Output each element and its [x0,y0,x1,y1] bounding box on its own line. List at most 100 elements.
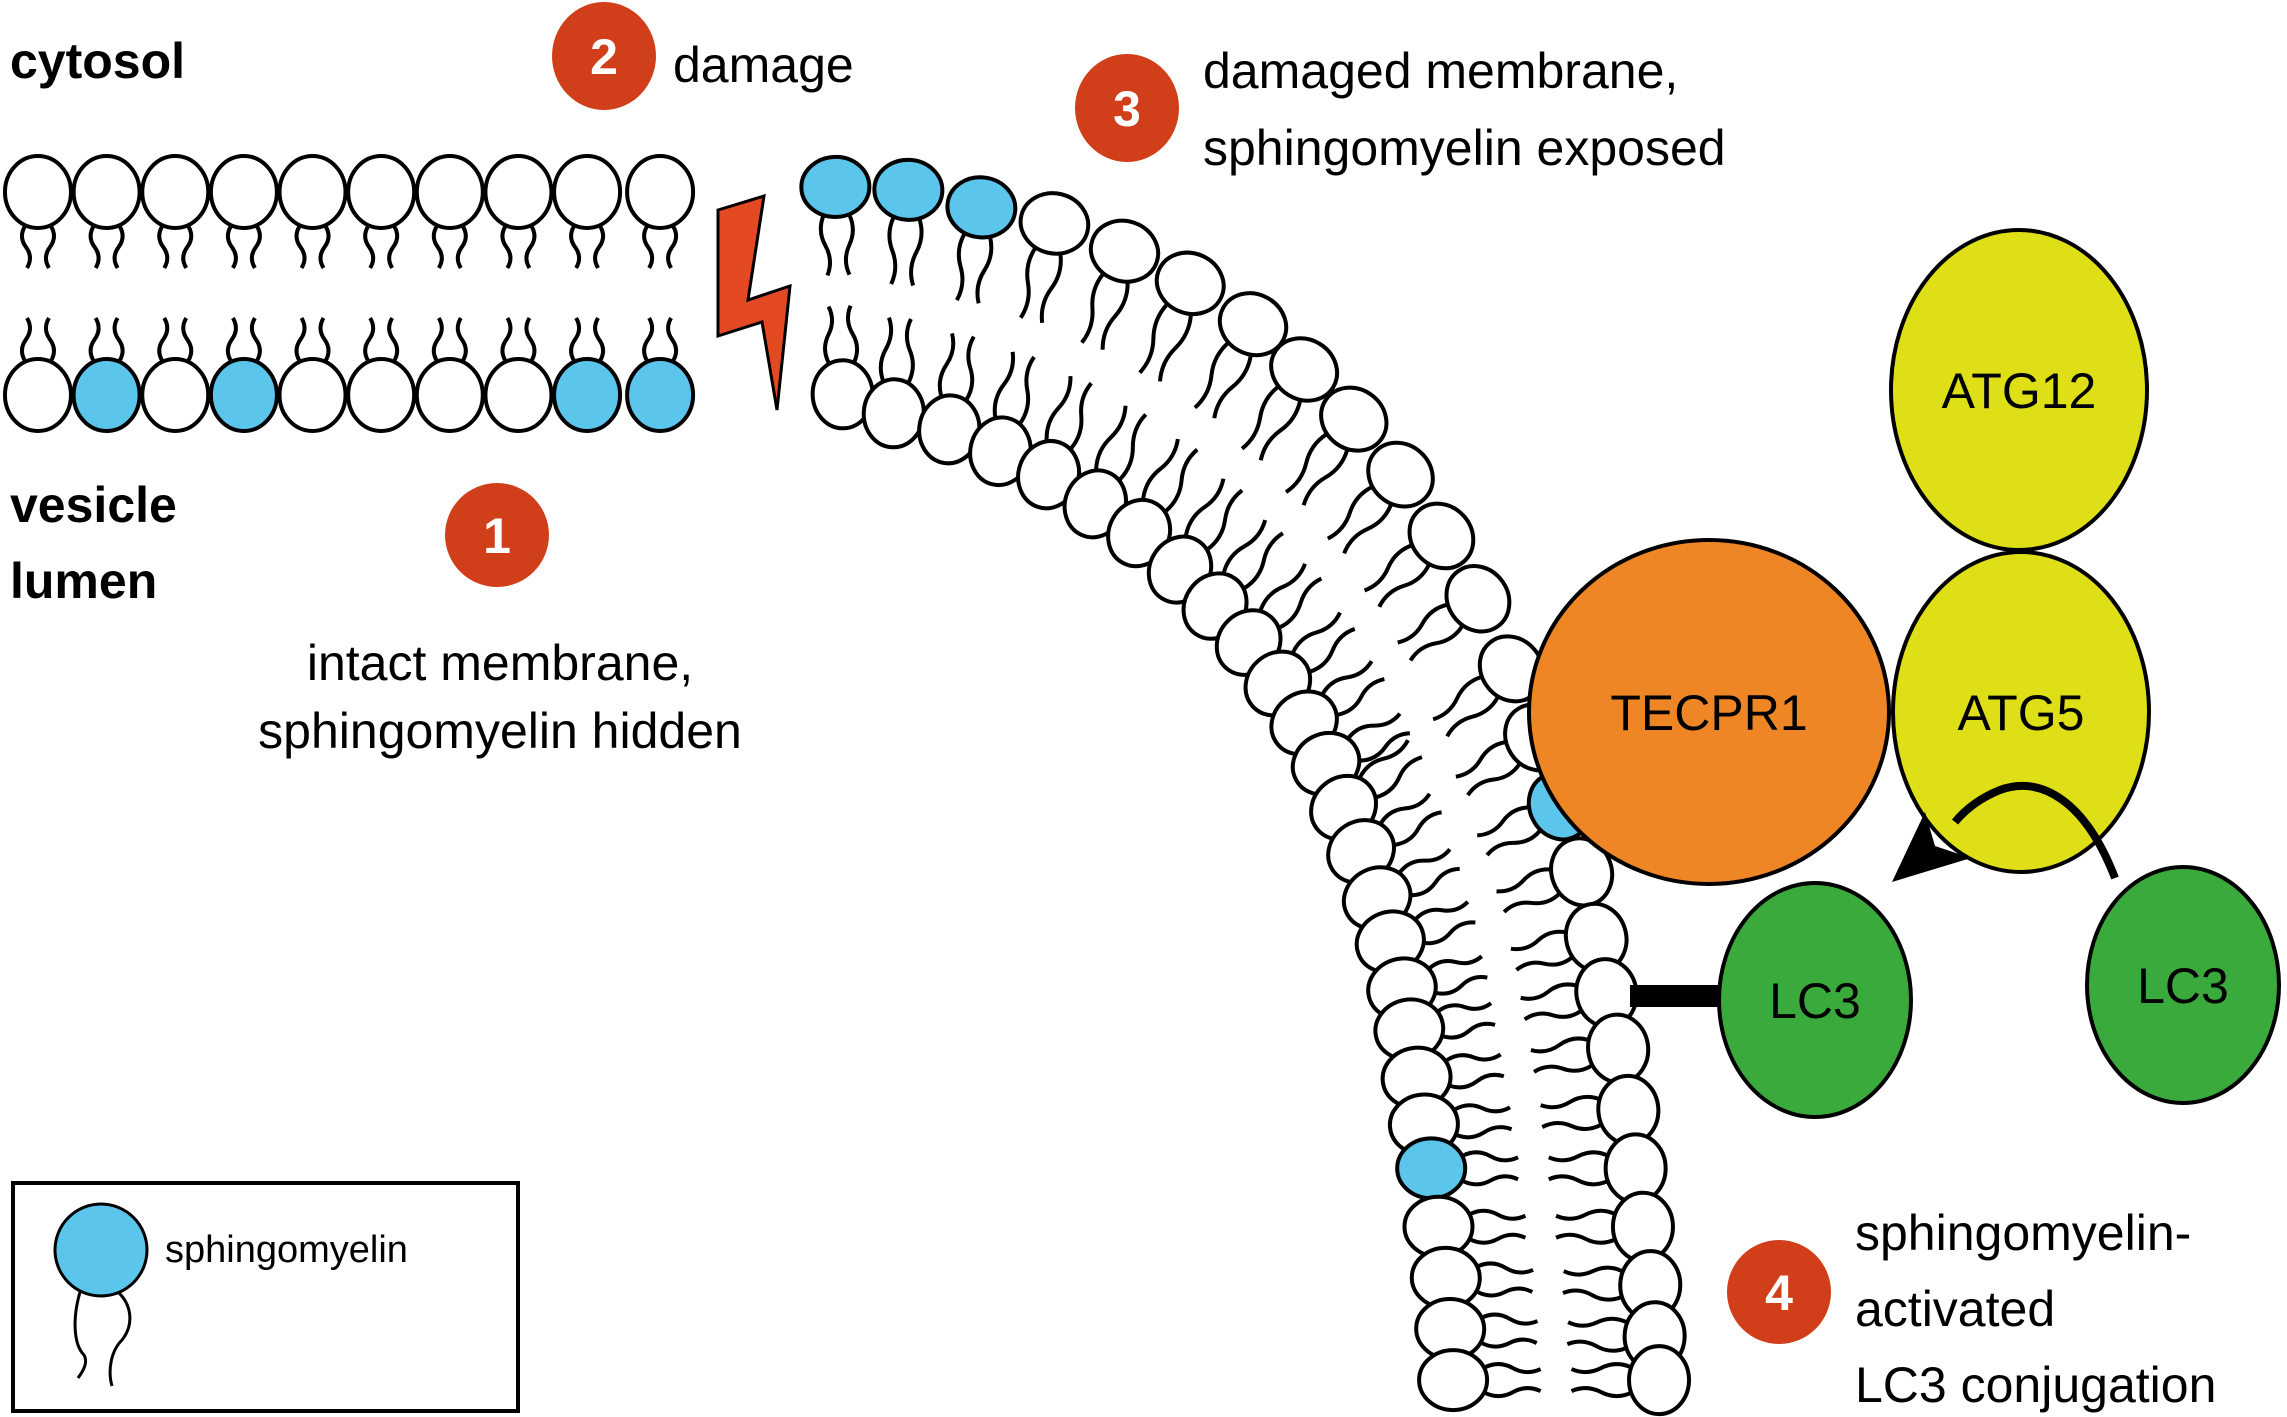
lipid-tail [1469,1208,1527,1221]
lipid-tail [1469,1232,1527,1245]
step-badge-3: 3 [1075,54,1179,162]
lipid-tail [1485,829,1542,857]
lipid-tail [294,316,307,362]
lipid-tail [1436,975,1488,996]
sphingomyelin-legend-icon [53,1202,149,1387]
lipid-tail [1523,1009,1582,1022]
lipid-tail [1347,712,1402,739]
lipid-head [625,154,696,230]
lipid-tail [818,215,832,277]
lipid-tail [1141,438,1180,499]
cytosol-label: cytosol [10,33,185,89]
lipid-tail [992,351,1016,418]
sphingomyelin-lipid-head [71,357,142,433]
sphingomyelin-lipid-head [552,357,623,433]
lipid-tail [1039,253,1063,324]
step-badge-4: 4 [1727,1240,1831,1344]
lipid-head [861,377,926,450]
lipid-tail [1456,1125,1513,1140]
step-4-number: 4 [1765,1265,1793,1321]
lipid-tail [1394,810,1442,847]
lipid-head [140,154,211,230]
lipid-tail [249,316,262,362]
lipid-tail [843,214,855,276]
step-badge-2: 2 [552,2,656,110]
lipid-tail [1157,314,1193,382]
lipid-tail [1212,355,1253,419]
lipid-tail [43,225,56,270]
lipid-tail [1496,867,1551,894]
lipid-tail [1541,1121,1602,1131]
atg12-protein: ATG12 [1889,228,2149,552]
lipid-tail [1445,696,1500,738]
lipid-tail [318,225,331,270]
lipid-tail [524,225,537,270]
lipid-tail [1432,675,1482,722]
lipid-tail [455,225,468,270]
atg5-protein: ATG5 [1891,550,2151,874]
lipid-tail [1510,929,1566,952]
atg5-label: ATG5 [1958,685,2085,741]
lipid-head [140,357,211,433]
lipid-tail [1455,740,1506,779]
lipid-head [1088,218,1161,284]
step-3-number: 3 [1113,81,1141,137]
lipid-tail [1442,1021,1496,1040]
lipid-tail [1321,660,1374,695]
lipid-tail [1018,355,1036,424]
lipid-tail [1570,1362,1632,1375]
lipid-tail [1326,485,1373,541]
lipid-tail [387,316,400,362]
lipid-tail [904,318,915,383]
step-badge-1: 1 [445,483,549,587]
sphingomyelin-lipid-head [208,357,279,433]
lipid-tail [112,316,125,362]
lipid-tail [846,305,860,363]
lipid-tail [642,316,655,362]
intact-membrane [2,154,696,433]
lipid-tail [431,316,444,362]
lipid-tail [88,225,101,270]
lipid-tail [1414,900,1470,921]
step-3-line-1: damaged membrane, [1203,43,1678,99]
lipid-tail [1206,488,1244,551]
sphingomyelin-lipid-head [799,154,872,219]
lipid-tail [500,225,513,270]
lipid-head [2,357,73,433]
lipid-tail [112,225,125,270]
lipid-tail [1094,405,1128,470]
atg12-label: ATG12 [1942,363,2097,419]
lipid-tail [1193,341,1230,410]
lipid-tail [455,316,468,362]
lipid-tail [1118,413,1148,481]
lipid-tail [1301,449,1350,506]
lipid-tail [1424,920,1476,946]
lipid-tail [887,216,898,285]
step-3-line-2: sphingomyelin exposed [1203,120,1726,176]
lipid-tail [1398,847,1452,874]
lipid-tail [1363,543,1413,593]
lipid-tail [666,225,679,270]
lipid-tail [225,225,238,270]
lipid-tail [181,225,194,270]
lipid-tail [1437,1001,1493,1013]
lipid-tail [1445,1052,1502,1062]
lc3-conjugated-protein: LC3 [1717,881,1913,1119]
lipid-head [1407,501,1476,571]
lipid-head [2,154,73,230]
lipid-head [1417,1348,1490,1413]
step-1-number: 1 [483,508,511,564]
damaged-membrane [799,154,1692,1417]
lipid-head [1018,191,1091,256]
lipid-tail [1358,739,1410,778]
step-2-number: 2 [590,29,618,85]
lipid-tail [975,237,994,304]
lipid-tail [157,225,170,270]
lipid-head [1154,250,1226,316]
step-2-text: damage [673,37,854,93]
lipid-tail [1484,1362,1542,1375]
lipid-head [414,357,485,433]
lipid-head [414,154,485,230]
lipid-tail [1449,1072,1505,1090]
lipid-head [346,357,417,433]
